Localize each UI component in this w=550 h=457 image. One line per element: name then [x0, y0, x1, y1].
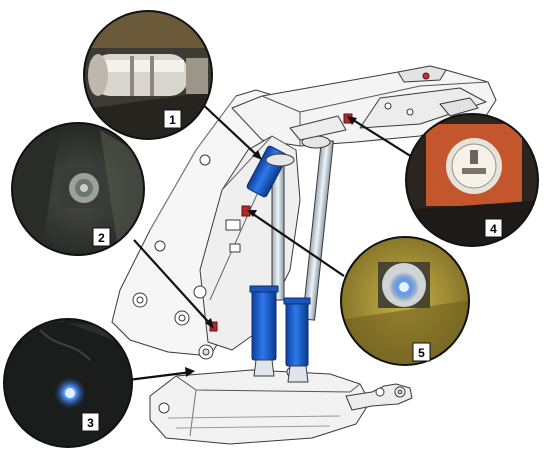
arrowhead-3 — [185, 367, 195, 377]
callout-photo-2 — [11, 122, 145, 256]
number-label-3-text: 3 — [87, 416, 94, 430]
arrowhead-5 — [247, 210, 257, 217]
arrowhead-4 — [347, 116, 357, 125]
shield-pin-hole — [154, 240, 166, 252]
callout-photo-1 — [83, 10, 213, 140]
callout-photo-3 — [3, 318, 133, 448]
callout-photo-5 — [340, 236, 470, 366]
callout-ring-1 — [83, 10, 213, 140]
leg-rod-right — [302, 139, 334, 321]
leader-4 — [349, 117, 421, 163]
leader-5 — [249, 211, 345, 277]
shield-support-machine — [111, 65, 497, 445]
callout-ring-2 — [11, 122, 145, 256]
number-label-4: 4 — [484, 218, 503, 238]
callout-ring-4 — [405, 113, 539, 247]
hydraulic-leg-right — [285, 299, 309, 367]
number-label-5-text: 5 — [418, 346, 425, 360]
hydraulic-leg-left — [251, 287, 277, 361]
arrowhead-2 — [205, 318, 214, 329]
shield-pin-hole — [199, 154, 211, 166]
sensor-marker-2 — [209, 321, 218, 332]
number-label-1-text: 1 — [169, 113, 176, 127]
number-label-2: 2 — [92, 227, 111, 247]
number-label-5: 5 — [412, 342, 431, 362]
arrowhead-1 — [252, 150, 262, 160]
leader-2 — [133, 239, 213, 327]
number-label-1: 1 — [163, 109, 182, 129]
leader-lines — [127, 99, 421, 382]
leader-1 — [197, 99, 261, 159]
callout-ring-5 — [340, 236, 470, 366]
callout-photo-4 — [405, 113, 539, 247]
canopy-tip — [397, 65, 447, 83]
number-label-2-text: 2 — [98, 231, 105, 245]
leader-3 — [127, 370, 193, 382]
base-pontoon — [149, 369, 371, 445]
callout-ring-3 — [3, 318, 133, 448]
number-label-4-text: 4 — [490, 222, 497, 236]
number-label-3: 3 — [81, 412, 100, 432]
